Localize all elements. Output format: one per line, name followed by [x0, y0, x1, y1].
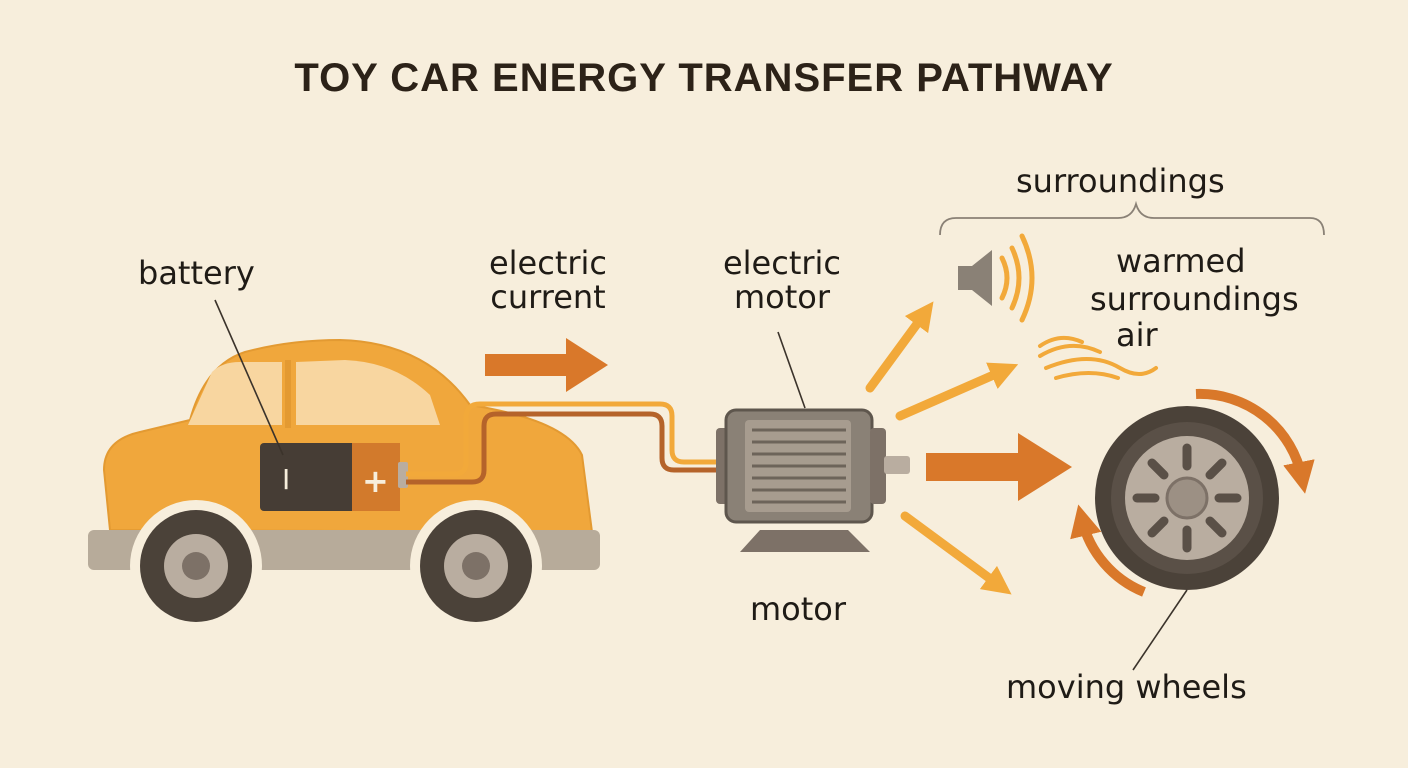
wasted-energy-arrow [900, 511, 1012, 595]
diagram-title: TOY CAR ENERGY TRANSFER PATHWAY [294, 56, 1114, 100]
electric-motor-line-2: motor [733, 278, 831, 316]
electric-current-arrow [485, 338, 608, 392]
rotation-arrow-icon [1195, 388, 1315, 494]
surroundings-bracket [939, 200, 1325, 236]
battery-icon [260, 443, 408, 511]
electric-current-label: electric current [468, 246, 628, 314]
heat-waves-icon [1038, 335, 1158, 380]
electric-current-line-1: electric [488, 244, 608, 282]
heat-energy-arrow [895, 362, 1019, 421]
wires [406, 401, 722, 485]
electric-motor-label: electric motor [702, 246, 862, 314]
wheel-pointer-line [1132, 589, 1188, 671]
motor-pointer-line [777, 331, 806, 409]
kinetic-energy-arrow [926, 433, 1072, 501]
rotation-arrow-lower [1070, 504, 1146, 597]
motor-label: motor [750, 590, 847, 628]
warmed-line-3: air [1116, 316, 1158, 354]
warmed-line-1: warmed [1116, 242, 1246, 280]
front-wheel [130, 500, 262, 632]
wheel-icon [1095, 406, 1279, 590]
speaker-icon [958, 250, 992, 306]
battery-pointer-line [214, 299, 284, 456]
battery-positive-label: + [362, 462, 389, 500]
electric-motor-line-1: electric [722, 244, 842, 282]
electric-motor-icon [716, 408, 910, 552]
battery-negative-label: I [282, 463, 290, 496]
battery-label: battery [138, 254, 255, 292]
warmed-line-2: surroundings [1090, 280, 1299, 318]
sound-energy-arrow [865, 301, 934, 393]
moving-wheels-label: moving wheels [1006, 668, 1247, 706]
surroundings-label: surroundings [1016, 162, 1225, 200]
rear-wheel [410, 500, 542, 632]
sound-waves-icon [999, 233, 1035, 323]
electric-current-line-2: current [490, 278, 606, 316]
